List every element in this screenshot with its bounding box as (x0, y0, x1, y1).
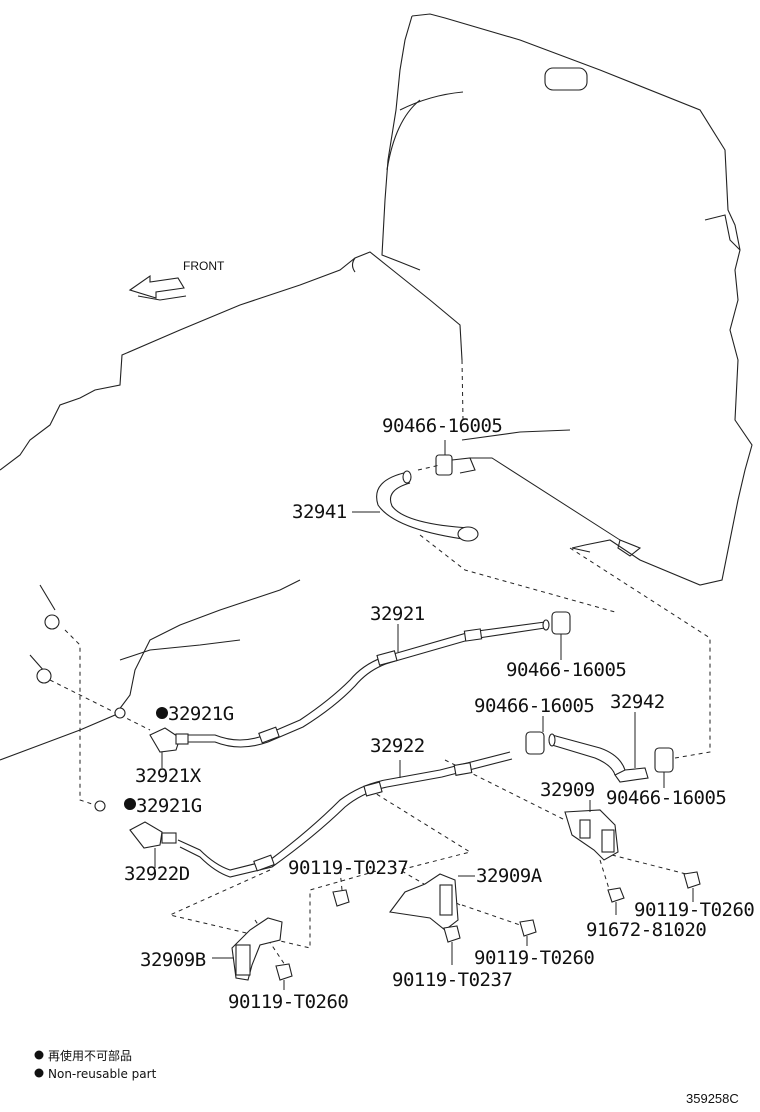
legend-en: Non-reusable part (48, 1067, 157, 1081)
label-bolt-t0237-b: 90119-T0237 (392, 969, 512, 991)
label-hose-32941: 32941 (292, 501, 347, 523)
non-reusable-dot-icon (34, 1068, 44, 1078)
label-o-ring-1: 32921G (168, 703, 234, 725)
label-union-32922d: 32922D (124, 863, 190, 885)
label-clip-right-b: 90466-16005 (606, 787, 726, 809)
label-bracket-32909: 32909 (540, 779, 595, 801)
bolt-t0260-bottom[interactable] (519, 919, 537, 946)
radiator-cap-icon (544, 67, 588, 91)
label-tube-32922: 32922 (370, 735, 425, 757)
label-bolt-81020: 91672-81020 (586, 919, 706, 941)
label-clip-right-a: 90466-16005 (474, 695, 594, 717)
label-bolt-t0260-right: 90119-T0260 (634, 899, 754, 921)
label-o-ring-2: 32921G (136, 795, 202, 817)
tube-32921[interactable] (170, 619, 550, 748)
hose-32941[interactable] (376, 470, 479, 542)
transmission-outline (0, 251, 464, 471)
radiator-outline (381, 13, 753, 586)
mount-bolt-icon (36, 668, 52, 684)
bolt-t0237-b[interactable] (443, 925, 461, 965)
engine-block-outline (0, 579, 301, 761)
label-bolt-t0260-mid: 90119-T0260 (228, 991, 348, 1013)
non-reusable-dot-icon (156, 707, 168, 719)
diagram-code: 359258C (686, 1091, 739, 1106)
union-32922d[interactable] (129, 821, 177, 849)
label-clip-top: 90466-16005 (382, 415, 502, 437)
clip-mid[interactable] (551, 611, 571, 660)
bolt-t0237-a[interactable] (332, 889, 350, 907)
label-clip-mid: 90466-16005 (506, 659, 626, 681)
union-32921x[interactable] (149, 727, 189, 753)
legend: 再使用不可部品 Non-reusable part (34, 1048, 157, 1081)
clip-right-b[interactable] (654, 747, 674, 788)
bracket-32909b[interactable] (231, 917, 283, 981)
label-bracket-32909b: 32909B (140, 949, 206, 971)
front-label: FRONT (183, 259, 225, 273)
bolt-t0260-right[interactable] (683, 871, 701, 902)
bolt-81020[interactable] (607, 887, 625, 915)
o-ring-2[interactable] (94, 800, 106, 812)
front-arrow-icon (128, 274, 187, 301)
label-hose-32942: 32942 (610, 691, 665, 713)
clip-top[interactable] (435, 440, 476, 476)
label-bolt-t0237-a: 90119-T0237 (288, 857, 408, 879)
bracket-32909a[interactable] (389, 873, 475, 931)
mount-bolt-icon (44, 614, 60, 630)
label-bolt-t0260-bottom: 90119-T0260 (474, 947, 594, 969)
label-tube-32921: 32921 (370, 603, 425, 625)
non-reusable-dot-icon (124, 798, 136, 810)
legend-jp: 再使用不可部品 (48, 1048, 132, 1063)
bolt-t0260-mid[interactable] (275, 963, 293, 990)
hose-32942[interactable] (548, 712, 649, 783)
label-union-32921x: 32921X (135, 765, 202, 787)
bracket-32909[interactable] (564, 800, 619, 861)
non-reusable-dot-icon (34, 1050, 44, 1060)
clip-right-a[interactable] (525, 716, 545, 755)
o-ring-1[interactable] (114, 707, 126, 719)
label-bracket-32909a: 32909A (476, 865, 543, 887)
tube-32922[interactable] (177, 751, 513, 878)
